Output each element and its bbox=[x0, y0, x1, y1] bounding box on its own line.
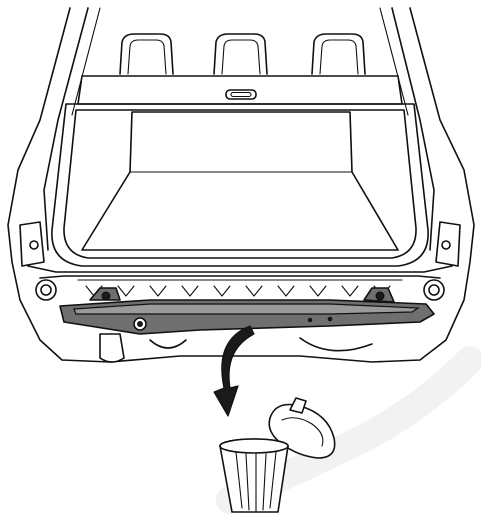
headrest-center bbox=[213, 33, 268, 75]
trash-can-icon bbox=[219, 438, 289, 513]
tailgate-opening bbox=[51, 103, 429, 267]
car-rear-icon bbox=[7, 7, 475, 363]
headrest-right bbox=[311, 33, 366, 75]
car-body-outline bbox=[7, 7, 475, 363]
disposal-arrow-icon bbox=[213, 325, 255, 417]
headrest-left bbox=[119, 33, 174, 75]
clip-row bbox=[77, 279, 403, 297]
bumper-beam-icon bbox=[59, 287, 435, 335]
exhaust-left bbox=[99, 333, 125, 363]
